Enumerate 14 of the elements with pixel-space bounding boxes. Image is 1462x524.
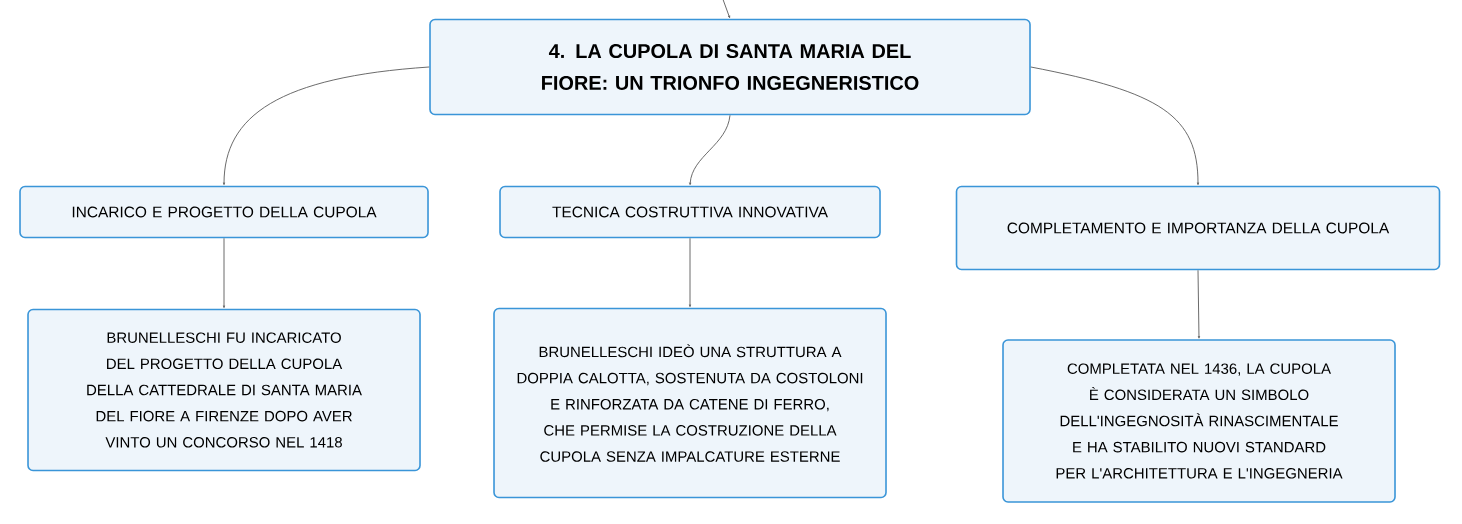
connector-arrow [222, 237, 226, 309]
description-box: BRUNELLESCHI FU INCARICATO DEL PROGETTO DELLA CUPOLA DELLA CATTEDRALE DI SANTA MARIA DEL FIORE A FIRENZE DOPO AVER VINTO UN CONCORSO NEL 1418 [27, 308, 421, 472]
title-box: 4. LA CUPOLA DI SANTA MARIA DEL FIORE: UN TRIONFO INGEGNERISTICO [429, 18, 1031, 116]
topic-box: INCARICO E PROGETTO DELLA CUPOLA [19, 185, 429, 239]
description-box: BRUNELLESCHI IDEÒ UNA STRUTTURA A DOPPIA CALOTTA, SOSTENUTA DA COSTOLONI E RINFORZATA DA CATENE DI FERRO, CHE PERMISE LA COSTRUZIONE DELLA CUPOLA SENZA IMPALCATURE ESTERNE [493, 307, 887, 499]
connector-arrow [1030, 66, 1200, 186]
connector-arrow [689, 114, 731, 186]
description-box: COMPLETATA NEL 1436, LA CUPOLA È CONSIDERATA UN SIMBOLO DELL'INGEGNOSITÀ RINASCIMENTALE E HA STABILITO NUOVI STANDARD PER L'ARCHITETTURA E L'INGEGNERIA [1002, 339, 1396, 503]
topic-box: TECNICA COSTRUTTIVA INNOVATIVA [499, 185, 881, 239]
connector-arrow [688, 237, 692, 308]
topic-box: COMPLETAMENTO E IMPORTANZA DELLA CUPOLA [955, 185, 1441, 271]
connector-arrow [721, 0, 731, 19]
connector-arrow [1197, 269, 1201, 339]
connector-arrow [222, 66, 430, 186]
